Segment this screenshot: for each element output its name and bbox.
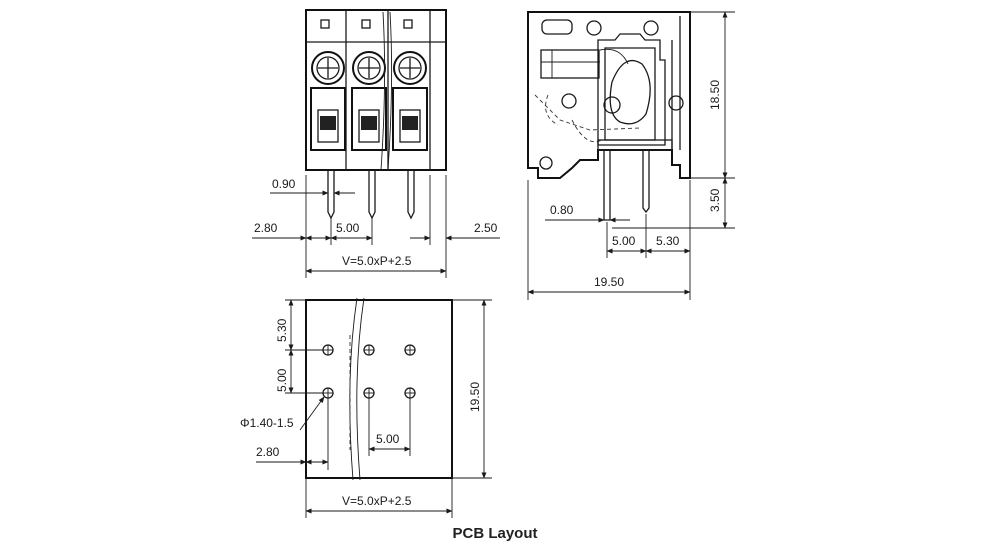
pin xyxy=(327,170,335,220)
front-body-outline xyxy=(305,9,447,171)
dim-pin-length: 3.50 xyxy=(708,188,722,212)
pin xyxy=(368,170,376,220)
mounting-hole xyxy=(643,20,659,36)
caption: PCB Layout xyxy=(452,525,538,542)
dim-depth: 19.50 xyxy=(468,382,482,412)
mounting-hole xyxy=(539,156,553,170)
dim-hole: Φ1.40-1.5 xyxy=(240,416,294,430)
dim-total: V=5.0xP+2.5 xyxy=(342,494,412,508)
pcb-view: 5.30 5.00 Φ1.40-1.5 2.80 5.00 19.50 V=5.… xyxy=(240,297,492,518)
pin xyxy=(603,150,611,221)
dim-pin-spacing: 5.00 xyxy=(612,234,636,248)
indicator-square xyxy=(403,19,413,29)
dim-top-offset: 5.30 xyxy=(275,318,289,342)
side-body-outline xyxy=(527,11,691,179)
pin xyxy=(642,150,650,214)
dim-pin-width: 0.90 xyxy=(272,177,296,191)
dim-depth: 19.50 xyxy=(594,275,624,289)
mounting-hole xyxy=(586,20,602,36)
dim-row-spacing: 5.00 xyxy=(275,368,289,392)
pcb-outline xyxy=(305,299,453,479)
screw-head xyxy=(352,51,386,85)
dim-total: V=5.0xP+2.5 xyxy=(342,254,412,268)
dim-pin-offset: 5.30 xyxy=(656,234,680,248)
dim-pin-width: 0.80 xyxy=(550,203,574,217)
wire-entry xyxy=(392,87,428,151)
dim-edge-left: 2.80 xyxy=(254,221,278,235)
mounting-hole xyxy=(561,93,577,109)
dim-height: 18.50 xyxy=(708,80,722,110)
mounting-hole xyxy=(668,95,684,111)
pcb-hole xyxy=(363,387,375,399)
dim-edge-left: 2.80 xyxy=(256,445,280,459)
pcb-hole xyxy=(322,344,334,356)
pcb-hole xyxy=(322,387,334,399)
pcb-hole xyxy=(404,344,416,356)
front-view: 0.90 2.80 5.00 2.50 V=5.0xP+2.5 xyxy=(252,9,500,278)
indicator-square xyxy=(361,19,371,29)
clamp-screw xyxy=(540,49,600,79)
side-view: 18.50 3.50 0.80 5.00 5.30 19.50 xyxy=(527,11,735,300)
dim-pitch: 5.00 xyxy=(376,432,400,446)
screw-head xyxy=(393,51,427,85)
wire-entry xyxy=(310,87,346,151)
indicator-square xyxy=(320,19,330,29)
screw-head xyxy=(311,51,345,85)
release-slot xyxy=(541,19,573,35)
pcb-hole xyxy=(404,387,416,399)
pin xyxy=(407,170,415,220)
dim-edge-right: 2.50 xyxy=(474,221,498,235)
dim-pitch: 5.00 xyxy=(336,221,360,235)
wire-entry xyxy=(351,87,387,151)
pcb-hole xyxy=(363,344,375,356)
